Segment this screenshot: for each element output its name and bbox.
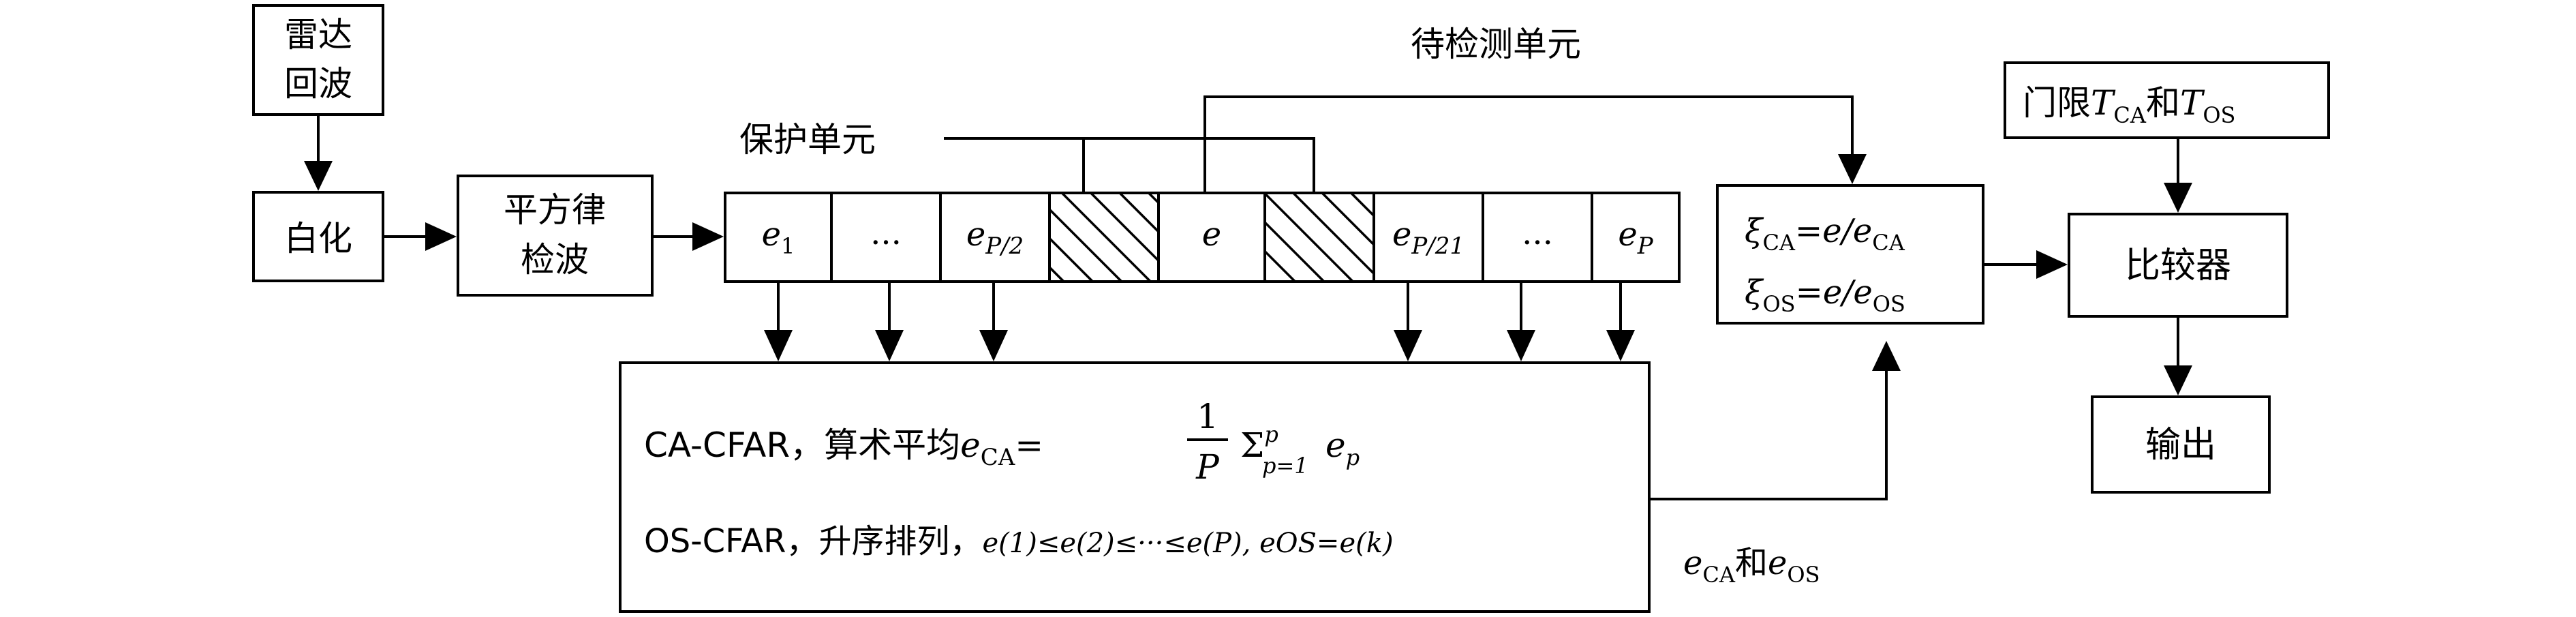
cfar-processor-block: CA-CFAR，算术平均eCA= 1 P Σp p=1 ep OS-CFAR，升… <box>619 361 1651 613</box>
sum-term: ep <box>1325 425 1360 470</box>
cell-e-p-half: eP/2 <box>966 215 1024 260</box>
processor-to-ratio-line <box>1649 368 1888 500</box>
arrowhead-ratio-compare <box>2036 250 2068 279</box>
cell-e1: e1 <box>762 215 795 259</box>
ratio-ca: ξCA=e/eCA <box>1745 212 1905 256</box>
comparator-block: 比较器 <box>2068 213 2288 318</box>
cell-dots-left: ... <box>870 214 902 252</box>
guard-cell-label: 保护单元 <box>739 120 876 160</box>
guard-cell-bracket <box>944 137 1315 193</box>
ratio-os: ξOS=e/eOS <box>1745 273 1905 317</box>
cell-e-p-21: eP/21 <box>1392 215 1465 260</box>
sigma-term: Σp <box>1240 421 1278 465</box>
ca-cfar-line: CA-CFAR，算术平均eCA= <box>644 425 1043 471</box>
ratio-block: ξCA=e/eCA ξOS=e/eOS <box>1716 184 1984 325</box>
radar-echo-line1: 雷达 <box>284 15 352 55</box>
square-law-block: 平方律 检波 <box>457 175 654 297</box>
arrowhead-threshold-compare <box>2164 183 2192 213</box>
arrowhead-whiten-square <box>425 222 457 251</box>
arrowhead-square-cells <box>692 222 724 251</box>
radar-echo-line2: 回波 <box>284 64 352 104</box>
cell-e-p: eP <box>1618 215 1653 260</box>
whitening-label: 白化 <box>284 219 352 258</box>
frac-den: P <box>1195 447 1220 487</box>
guard-cell-left <box>1048 192 1160 283</box>
reference-cell-row: e1 ... eP/2 e eP/21 ... eP <box>724 192 1681 283</box>
comparator-label: 比较器 <box>2125 245 2231 286</box>
square-law-line1: 平方律 <box>504 190 606 230</box>
output-block: 输出 <box>2091 395 2271 494</box>
cell-to-processor-arrows <box>764 282 1635 361</box>
radar-echo-block: 雷达 回波 <box>252 4 384 116</box>
frac-num: 1 <box>1197 397 1218 436</box>
arrowhead-processor-ratio <box>1872 341 1901 371</box>
whitening-block: 白化 <box>252 191 384 282</box>
cell-under-test: e <box>1202 215 1221 254</box>
arrowhead-cut-ratio <box>1838 154 1867 184</box>
cell-under-test-label: 待检测单元 <box>1411 25 1581 64</box>
threshold-block: 门限TCA和TOS <box>2004 61 2330 139</box>
threshold-label: 门限TCA和TOS <box>2023 83 2235 128</box>
cell-dots-right: ... <box>1522 214 1553 252</box>
square-law-line2: 检波 <box>521 240 589 280</box>
output-block-label: 输出 <box>2145 425 2216 466</box>
arrowhead-compare-output <box>2164 365 2192 395</box>
output-label: eCA和eOS <box>1683 544 1820 588</box>
sigma-sub: p=1 <box>1262 453 1308 479</box>
guard-cell-right <box>1263 192 1375 283</box>
arrowhead-echo-whiten <box>304 161 333 191</box>
os-cfar-line: OS-CFAR，升序排列，e(1)≤e(2)≤···≤e(P), eOS=e(k… <box>644 522 1394 560</box>
cut-line <box>1203 95 1854 193</box>
